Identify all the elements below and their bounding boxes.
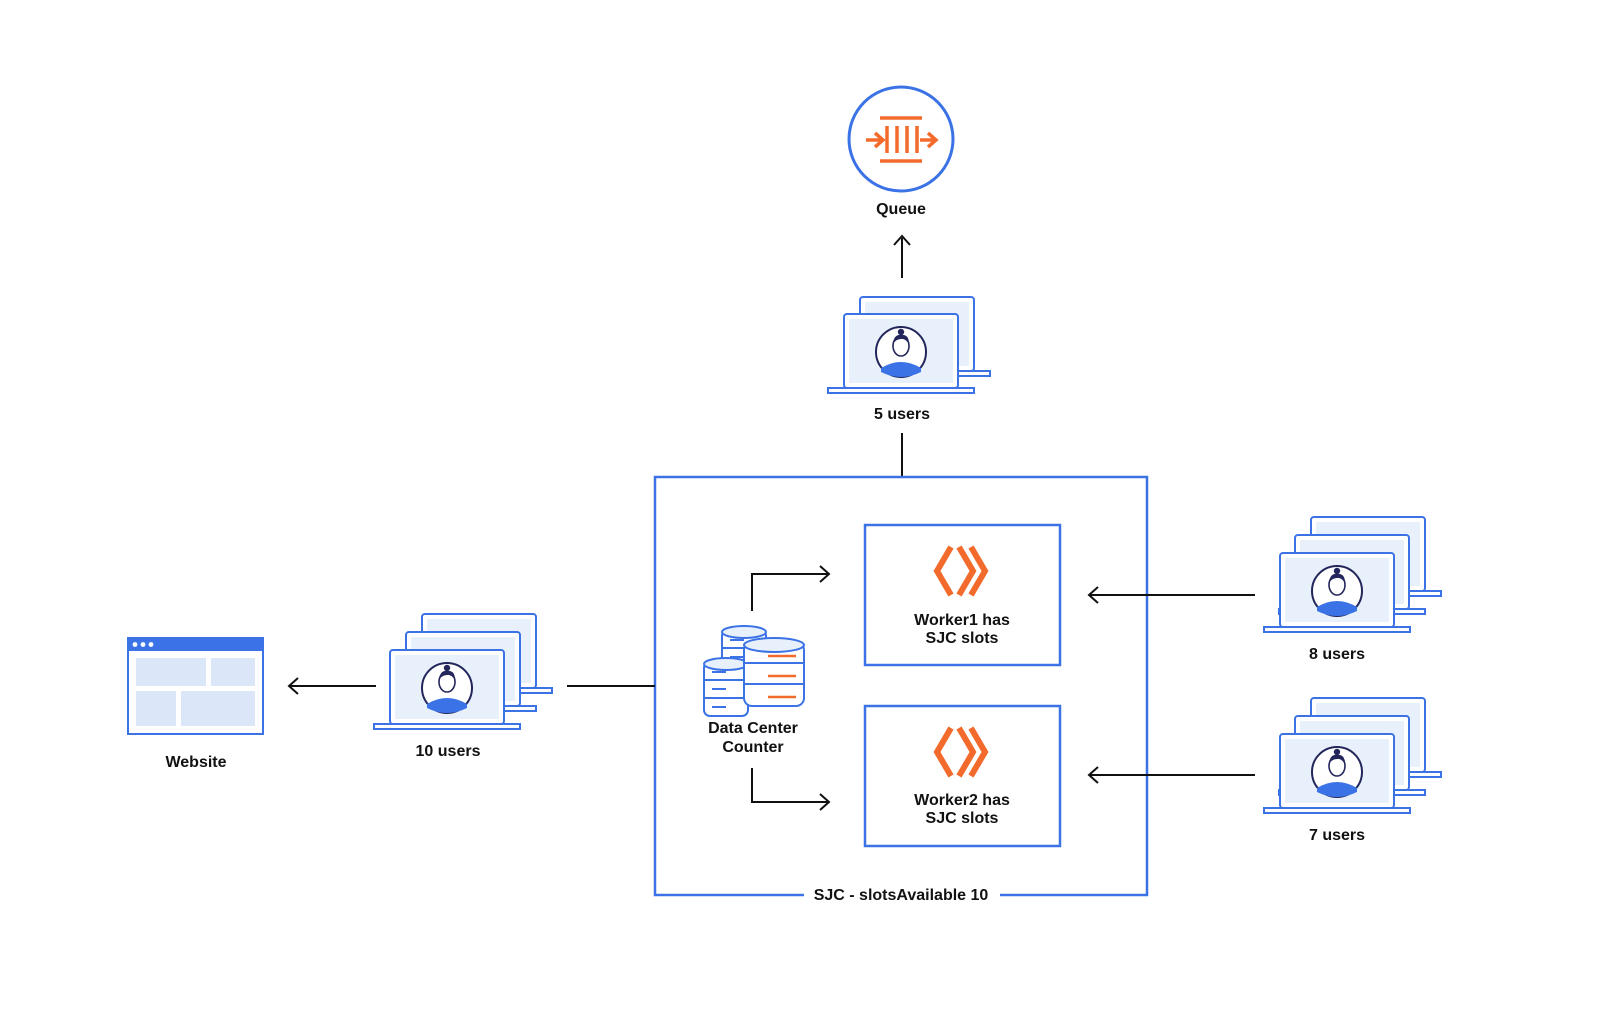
queue-node: Queue xyxy=(847,85,955,218)
user-group-left: 10 users xyxy=(373,613,553,760)
arrow-to-queue xyxy=(893,234,911,278)
counter-label-line2: Counter xyxy=(722,739,783,756)
queue-icon xyxy=(866,116,939,163)
user-group-right-top: 8 users xyxy=(1263,516,1442,663)
queue-label: Queue xyxy=(876,201,926,218)
website-label: Website xyxy=(165,754,226,771)
worker1-box: Worker1 has SJC slots xyxy=(863,523,1062,667)
arrow-counter-to-worker2 xyxy=(751,768,831,811)
database-stack-icon xyxy=(703,625,805,717)
browser-window-icon xyxy=(127,637,264,735)
datacenter-box: SJC - slotsAvailable 10 xyxy=(653,475,1149,904)
worker2-label-line2: SJC slots xyxy=(926,810,999,827)
arrow-counter-to-worker1 xyxy=(751,565,831,611)
counter-label-line1: Data Center xyxy=(708,720,798,737)
worker1-label-line1: Worker1 has xyxy=(914,612,1010,629)
worker2-box: Worker2 has SJC slots xyxy=(863,704,1062,848)
user-group-top-label: 5 users xyxy=(874,406,930,423)
datacenter-counter: Data Center Counter xyxy=(703,625,805,756)
user-group-left-label: 10 users xyxy=(416,743,481,760)
user-group-top: 5 users xyxy=(827,296,991,423)
arrow-right-bottom-to-worker2 xyxy=(1087,766,1255,784)
user-group-right-bottom: 7 users xyxy=(1263,697,1442,844)
arrow-to-website xyxy=(287,677,376,695)
arrow-right-top-to-worker1 xyxy=(1087,586,1255,604)
user-group-right-bottom-label: 7 users xyxy=(1309,827,1365,844)
datacenter-label: SJC - slotsAvailable 10 xyxy=(814,887,989,904)
website-node: Website xyxy=(127,637,264,771)
user-group-right-top-label: 8 users xyxy=(1309,646,1365,663)
worker1-label-line2: SJC slots xyxy=(926,630,999,647)
worker2-label-line1: Worker2 has xyxy=(914,792,1010,809)
